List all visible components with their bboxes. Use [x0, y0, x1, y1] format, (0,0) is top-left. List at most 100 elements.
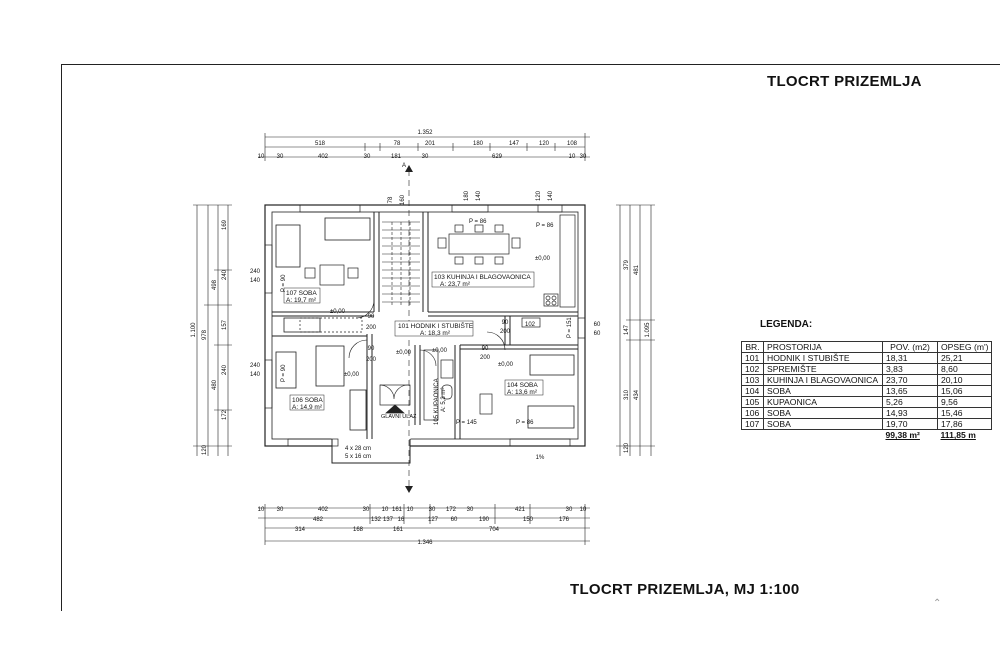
- dim-label: 240: [250, 269, 261, 275]
- dim-label: 180: [464, 190, 470, 201]
- opening-label: P = 145: [456, 420, 477, 426]
- corner-mark-icon: ⌃: [933, 598, 942, 609]
- stairs-label: 4 x 28 cm: [345, 446, 371, 452]
- dim-bottom-total: 1.346: [417, 540, 433, 546]
- dim-label: 90: [482, 346, 489, 352]
- dim-label: 169: [222, 219, 228, 230]
- dim-label: 310: [624, 389, 630, 400]
- room-area-103: A: 23,7 m²: [440, 281, 471, 288]
- dim-label: 90: [502, 320, 509, 326]
- room-area-101: A: 18,3 m²: [420, 330, 451, 337]
- dim-label: 176: [559, 517, 570, 523]
- dim-label: 200: [500, 329, 511, 335]
- dim-label: 180: [473, 141, 484, 147]
- dim-label: 200: [366, 325, 377, 331]
- dim-label: 402: [318, 154, 329, 160]
- dim-label: 30: [422, 154, 429, 160]
- level-mark: ±0,00: [432, 348, 448, 354]
- room-label-101: 101 HODNIK I STUBIŠTE: [398, 321, 474, 330]
- dim-right-total: 1.095: [645, 322, 651, 338]
- dim-label: 240: [250, 363, 261, 369]
- slope-label: 1%: [536, 455, 545, 461]
- room-label-102: 102: [525, 322, 536, 328]
- dim-label: 120: [624, 442, 630, 453]
- dim-label: 140: [548, 190, 554, 201]
- level-mark: ±0,00: [498, 362, 514, 368]
- dim-label: 120: [202, 444, 208, 455]
- dim-label: 60: [594, 331, 601, 337]
- dim-label: 140: [250, 372, 261, 378]
- dim-label: 30: [580, 154, 587, 160]
- dim-label: 140: [250, 278, 261, 284]
- dim-label: 78: [388, 196, 394, 203]
- dim-label: 421: [515, 507, 526, 513]
- dim-label: 172: [446, 507, 457, 513]
- dim-label: 90: [368, 346, 375, 352]
- dim-label: 10: [382, 507, 389, 513]
- dim-label: 402: [318, 507, 329, 513]
- legend-title: LEGENDA:: [760, 319, 813, 330]
- room-label-105: 105 KUPAONICA: [434, 378, 440, 425]
- opening-label: P = 151: [567, 317, 573, 338]
- level-mark: ±0,00: [330, 309, 346, 315]
- legend-cell: 17,86: [936, 418, 993, 430]
- dim-label: 30: [566, 507, 573, 513]
- opening-label: P = 86: [516, 420, 534, 426]
- dim-label: 498: [212, 279, 218, 290]
- dim-label: 30: [363, 507, 370, 513]
- level-mark: ±0,00: [344, 372, 360, 378]
- dim-label: 482: [313, 517, 324, 523]
- dim-label: 30: [364, 154, 371, 160]
- opening-label: P = 86: [469, 219, 487, 225]
- dim-label: 150: [523, 517, 534, 523]
- dim-label: 190: [479, 517, 490, 523]
- dim-label: 30: [277, 507, 284, 513]
- room-area-104: A: 13,6 m²: [507, 389, 538, 396]
- dim-label: 30: [467, 507, 474, 513]
- entrance-label: GLAVNI ULAZ: [381, 414, 417, 420]
- dim-label: 10: [258, 507, 265, 513]
- dim-left-total: 1.100: [191, 322, 197, 338]
- dim-label: 132: [371, 517, 382, 523]
- dim-label: 481: [634, 264, 640, 275]
- dim-label: 10: [258, 154, 265, 160]
- dim-top-total: 1.352: [417, 130, 433, 136]
- opening-label: P = 90: [281, 364, 287, 382]
- dim-label: 60: [594, 322, 601, 328]
- legend-row: 105 KUPAONICA 5,26 9,56: [741, 396, 993, 408]
- legend-total-row: 99,38 m² 111,85 m: [742, 430, 992, 441]
- dim-label: 60: [451, 517, 458, 523]
- dim-label: 30: [429, 507, 436, 513]
- drawing-title: TLOCRT PRIZEMLJA: [767, 73, 922, 90]
- legend-total-perimeter: 111,85 m: [940, 430, 976, 440]
- legend-row: 103 KUHINJA I BLAGOVAONICA 23,70 20,10: [741, 374, 993, 386]
- opening-label: P = 86: [536, 223, 554, 229]
- legend-table: BR. PROSTORIJA POV. (m2) OPSEG (m') 101 …: [741, 341, 993, 441]
- dim-label: 240: [222, 364, 228, 375]
- dim-label: 120: [539, 141, 550, 147]
- dim-label: 161: [393, 527, 404, 533]
- drawing-title-scale: TLOCRT PRIZEMLJA, MJ 1:100: [570, 581, 800, 598]
- legend-header-row: BR. PROSTORIJA POV. (m2) OPSEG (m'): [741, 341, 993, 353]
- dim-label: 200: [480, 355, 491, 361]
- room-area-105: A: 5,3 m²: [441, 388, 447, 412]
- dim-label: 978: [202, 329, 208, 340]
- dim-label: 704: [489, 527, 500, 533]
- dim-label: 16: [398, 517, 405, 523]
- drawing-sheet-frame: [61, 64, 1000, 611]
- room-label-104: 104 SOBA: [507, 382, 538, 389]
- dim-label: 181: [391, 154, 402, 160]
- room-area-106: A: 14,9 m²: [292, 404, 323, 411]
- dim-label: 168: [353, 527, 364, 533]
- room-area-107: A: 19,7 m²: [286, 297, 317, 304]
- level-mark: ±0,00: [535, 256, 551, 262]
- dim-label: 147: [509, 141, 520, 147]
- dim-label: 120: [536, 190, 542, 201]
- dim-label: 147: [624, 324, 630, 335]
- dim-label: 434: [634, 389, 640, 400]
- dim-label: 90: [368, 314, 375, 320]
- dim-label: 629: [492, 154, 503, 160]
- dim-label: 137: [383, 517, 394, 523]
- dim-label: 314: [295, 527, 306, 533]
